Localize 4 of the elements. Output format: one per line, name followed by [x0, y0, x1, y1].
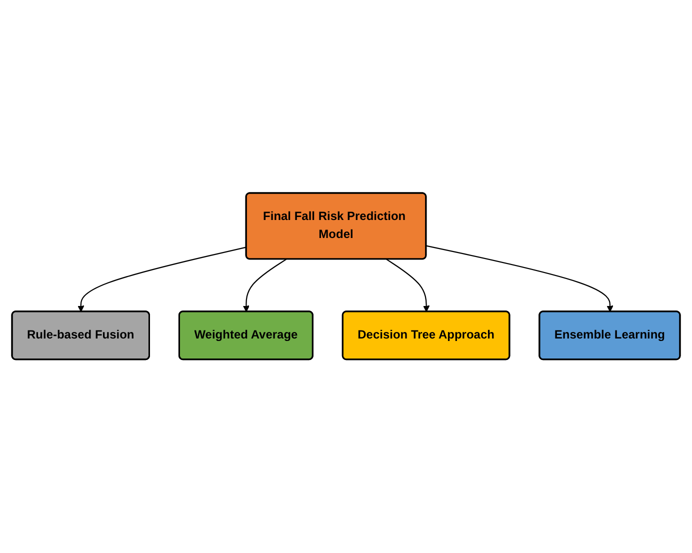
arrow	[78, 246, 247, 312]
arrow	[386, 259, 430, 312]
arrow	[242, 259, 287, 312]
arrow	[426, 246, 614, 312]
